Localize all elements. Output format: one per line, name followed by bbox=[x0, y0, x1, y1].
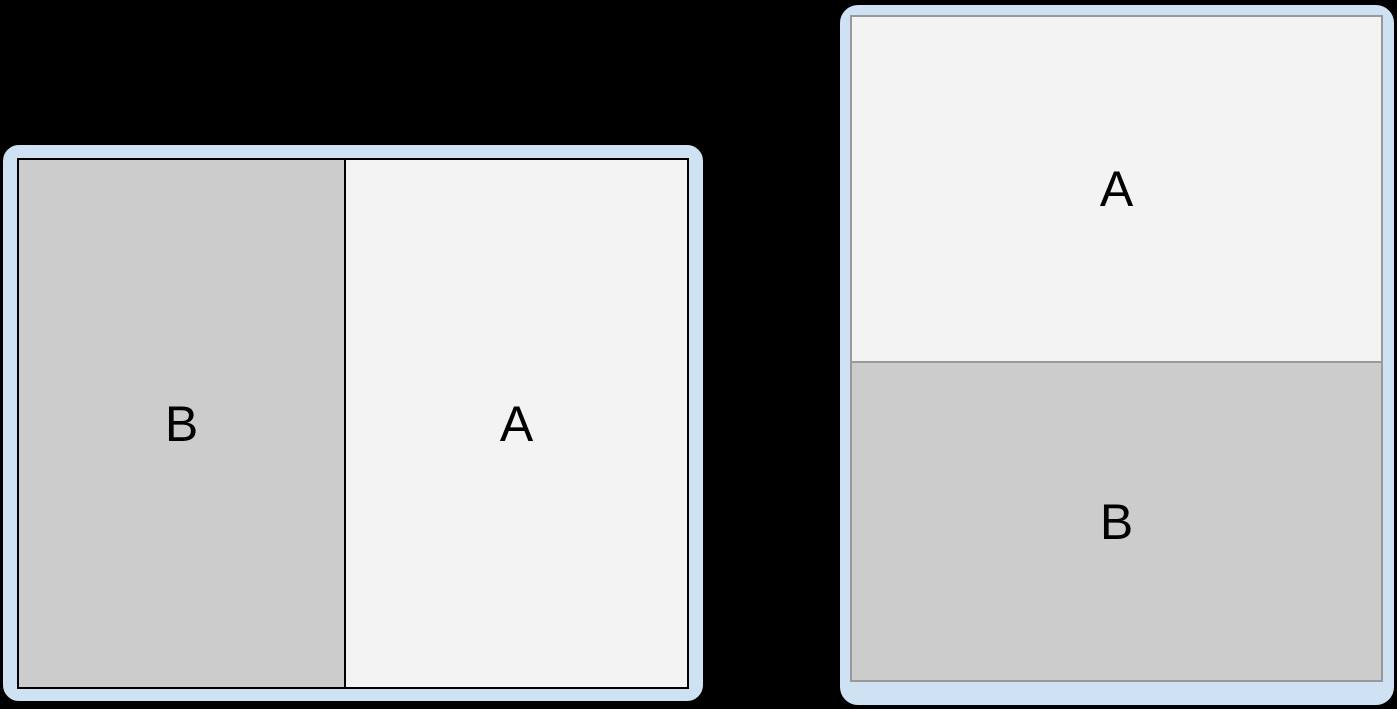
landscape-device-frame: B A bbox=[1, 143, 705, 703]
portrait-pane-divider bbox=[852, 361, 1381, 363]
landscape-pane-a: A bbox=[346, 160, 687, 687]
portrait-device-frame: A B bbox=[838, 3, 1396, 707]
portrait-pane-b: B bbox=[852, 363, 1381, 680]
portrait-pane-a: A bbox=[852, 17, 1381, 361]
landscape-device-screen: B A bbox=[17, 158, 689, 689]
landscape-pane-divider bbox=[344, 160, 346, 687]
pane-a-label: A bbox=[499, 395, 534, 452]
landscape-pane-b: B bbox=[19, 160, 344, 687]
pane-a-label: A bbox=[1099, 161, 1134, 217]
pane-b-label: B bbox=[1099, 493, 1134, 550]
portrait-device-screen: A B bbox=[850, 15, 1383, 682]
pane-b-label: B bbox=[164, 395, 199, 452]
